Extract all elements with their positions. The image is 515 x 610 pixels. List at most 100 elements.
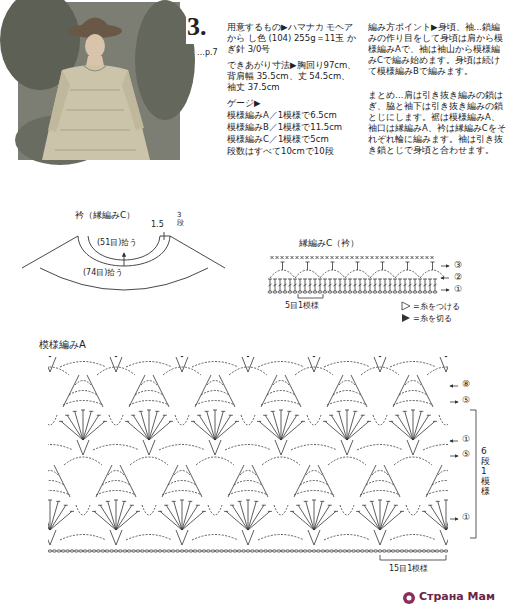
stitch <box>120 465 136 497</box>
stitch <box>440 357 446 372</box>
stitch <box>279 410 283 411</box>
stitch <box>314 511 336 530</box>
stitch <box>229 415 233 416</box>
stitch <box>116 501 124 530</box>
stitch <box>421 256 424 259</box>
chain-stitch <box>333 291 337 293</box>
stitch <box>375 279 376 291</box>
stitch <box>63 375 79 407</box>
stitch <box>83 410 84 440</box>
stitch <box>308 279 312 280</box>
stitch <box>215 411 223 440</box>
stitch <box>169 421 173 422</box>
stitch <box>116 511 138 530</box>
stitch <box>283 279 287 280</box>
chain-loop <box>274 505 288 515</box>
stitch <box>50 356 66 357</box>
stitch <box>383 279 387 280</box>
chain-stitch <box>382 550 386 552</box>
stitch <box>291 256 294 259</box>
stitch <box>341 440 347 455</box>
stitch <box>394 505 398 506</box>
stitch <box>193 421 215 440</box>
chain-stitch <box>215 550 219 552</box>
stitch <box>444 500 448 501</box>
chain-stitch <box>211 550 215 552</box>
stitch <box>301 256 304 259</box>
chain-loop <box>438 471 448 476</box>
stitch <box>215 415 231 440</box>
stitch <box>446 530 448 545</box>
chain-stitch <box>343 291 347 293</box>
chain-stitch <box>413 550 417 552</box>
stitch <box>224 511 228 512</box>
stitch <box>372 501 380 530</box>
stitch <box>228 465 244 497</box>
stitch <box>366 256 369 259</box>
stitch <box>273 279 277 280</box>
chain-stitch <box>127 550 131 552</box>
stitch <box>108 356 116 357</box>
label-text: ② <box>453 272 463 284</box>
stitch <box>324 284 327 286</box>
stitch <box>281 421 303 440</box>
chain-loop <box>135 391 163 396</box>
chain-loop <box>300 481 328 486</box>
stitch <box>404 284 407 286</box>
chain-stitch <box>363 291 367 293</box>
stitch <box>131 415 135 416</box>
stitch <box>182 511 204 530</box>
stitch <box>391 256 394 259</box>
stitch <box>363 279 367 280</box>
stitch <box>122 501 126 502</box>
chain-loop <box>48 471 58 476</box>
stitch <box>400 279 401 291</box>
stitch <box>428 279 432 280</box>
chain-loop <box>306 471 322 476</box>
chain-loop <box>162 491 202 496</box>
stitch <box>358 511 380 530</box>
chain-stitch <box>323 291 327 293</box>
chain-stitch <box>404 550 408 552</box>
stitch <box>314 500 315 530</box>
stitch <box>106 501 110 502</box>
watermark-logo <box>403 592 415 604</box>
stitch <box>254 501 258 502</box>
chain-stitch <box>328 291 332 293</box>
chain-stitch <box>408 291 412 293</box>
stitch <box>432 262 433 270</box>
stitch <box>116 530 122 545</box>
stitch <box>96 465 112 497</box>
chain-loop <box>291 445 337 451</box>
chain-loop <box>370 270 395 278</box>
stitch <box>359 284 362 286</box>
stitch <box>83 421 105 440</box>
stitch <box>116 356 132 357</box>
stitch <box>182 356 204 357</box>
stitch <box>424 284 427 286</box>
chain-loop <box>102 481 130 486</box>
stitch <box>300 279 301 291</box>
stitch <box>65 415 69 416</box>
stitch <box>273 411 281 440</box>
stitch <box>48 500 52 501</box>
chain-stitch <box>268 291 272 293</box>
stitch <box>406 262 410 263</box>
chain-loop <box>48 415 57 425</box>
chain-stitch <box>433 291 437 293</box>
stitch <box>347 421 369 440</box>
label-text: ① <box>461 512 471 524</box>
stitch <box>361 415 365 416</box>
label-text: 段数はすべて10cmで10段 <box>226 146 335 157</box>
chain-stitch <box>360 550 364 552</box>
stitch <box>238 501 242 502</box>
stitch <box>357 262 358 270</box>
stitch <box>329 284 332 286</box>
chain-loop <box>93 445 139 451</box>
chain-loop <box>339 381 355 386</box>
chain-stitch <box>145 550 149 552</box>
stitch <box>182 357 188 372</box>
stitch <box>103 421 107 422</box>
chain-stitch <box>220 550 224 552</box>
stitch <box>269 284 272 286</box>
